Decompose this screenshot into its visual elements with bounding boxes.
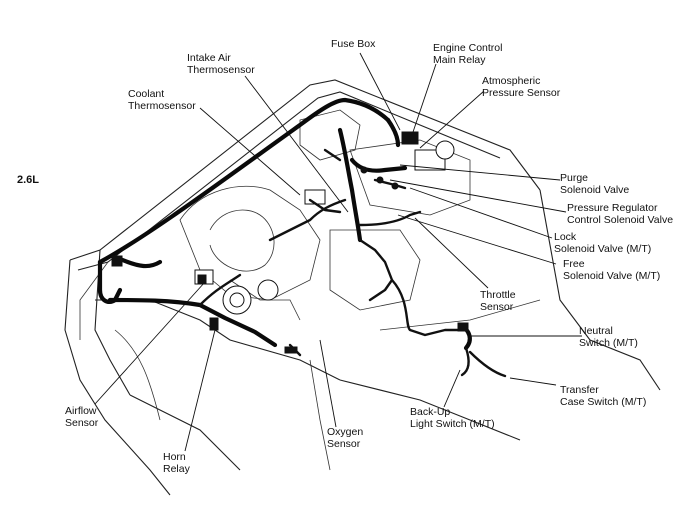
label-airflow-sensor: Airflow Sensor [65, 405, 99, 429]
label-engine-control-main-relay: Engine Control Main Relay [433, 42, 503, 66]
label-purge-solenoid-valve: Purge Solenoid Valve [560, 172, 630, 196]
wiring-harness [97, 97, 507, 378]
label-back-up-light-switch: Back-Up Light Switch (M/T) [410, 406, 495, 430]
label-throttle-sensor: Throttle Sensor [480, 289, 516, 313]
label-atmospheric-pressure-sensor: Atmospheric Pressure Sensor [482, 75, 561, 99]
label-intake-air-thermosensor: Intake Air Thermosensor [187, 52, 255, 76]
label-horn-relay: Horn Relay [163, 451, 190, 475]
label-pressure-regulator-control-solenoid-valve: Pressure Regulator Control Solenoid Valv… [567, 202, 674, 226]
label-lock-solenoid-valve: Lock Solenoid Valve (M/T) [554, 231, 652, 255]
engine-code-label: 2.6L [17, 174, 40, 186]
label-neutral-switch: Neutral Switch (M/T) [579, 325, 638, 349]
label-transfer-case-switch: Transfer Case Switch (M/T) [560, 384, 647, 408]
label-fuse-box: Fuse Box [331, 38, 376, 50]
label-free-solenoid-valve: Free Solenoid Valve (M/T) [563, 258, 661, 282]
leader-lines [94, 52, 582, 452]
label-oxygen-sensor: Oxygen Sensor [327, 426, 364, 450]
label-coolant-thermosensor: Coolant Thermosensor [128, 88, 196, 112]
